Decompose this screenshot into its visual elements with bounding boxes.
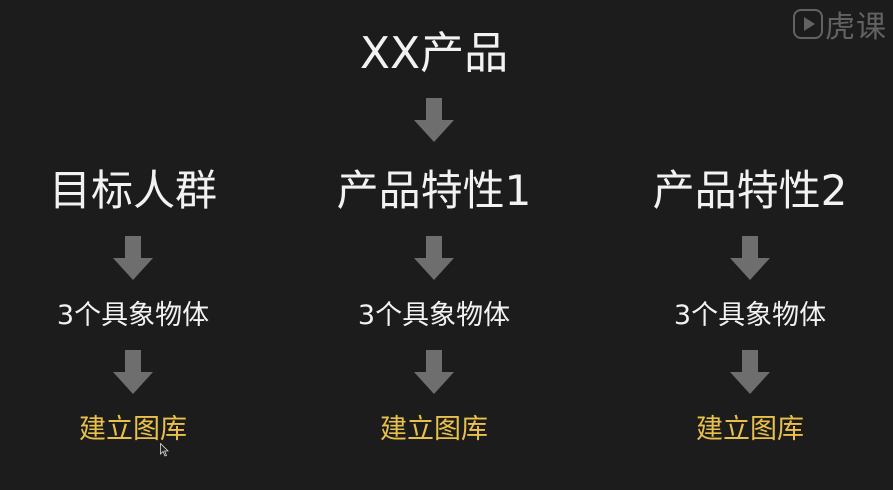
video-play-icon: [793, 9, 823, 39]
arrow-down-icon: [414, 350, 454, 394]
huke-watermark-logo: 虎课: [793, 2, 887, 46]
category-product-feature-2: 产品特性2: [652, 166, 848, 215]
category-product-feature-1: 产品特性1: [336, 166, 532, 215]
product-title: XX产品: [359, 28, 509, 79]
watermark-text: 虎课: [825, 10, 887, 45]
arrow-down-icon: [730, 236, 770, 280]
concrete-objects-label: 3个具象物体: [56, 300, 210, 331]
arrow-down-icon: [113, 236, 153, 280]
arrow-down-icon: [414, 236, 454, 280]
arrow-down-icon: [414, 98, 454, 142]
category-target-audience: 目标人群: [48, 166, 218, 215]
concrete-objects-label: 3个具象物体: [673, 300, 827, 331]
arrow-down-icon: [730, 350, 770, 394]
arrow-down-icon: [113, 350, 153, 394]
build-library-label: 建立图库: [696, 414, 804, 445]
concrete-objects-label: 3个具象物体: [357, 300, 511, 331]
build-library-label: 建立图库: [380, 414, 488, 445]
build-library-label: 建立图库: [79, 414, 187, 445]
mouse-cursor-icon: [160, 443, 169, 457]
